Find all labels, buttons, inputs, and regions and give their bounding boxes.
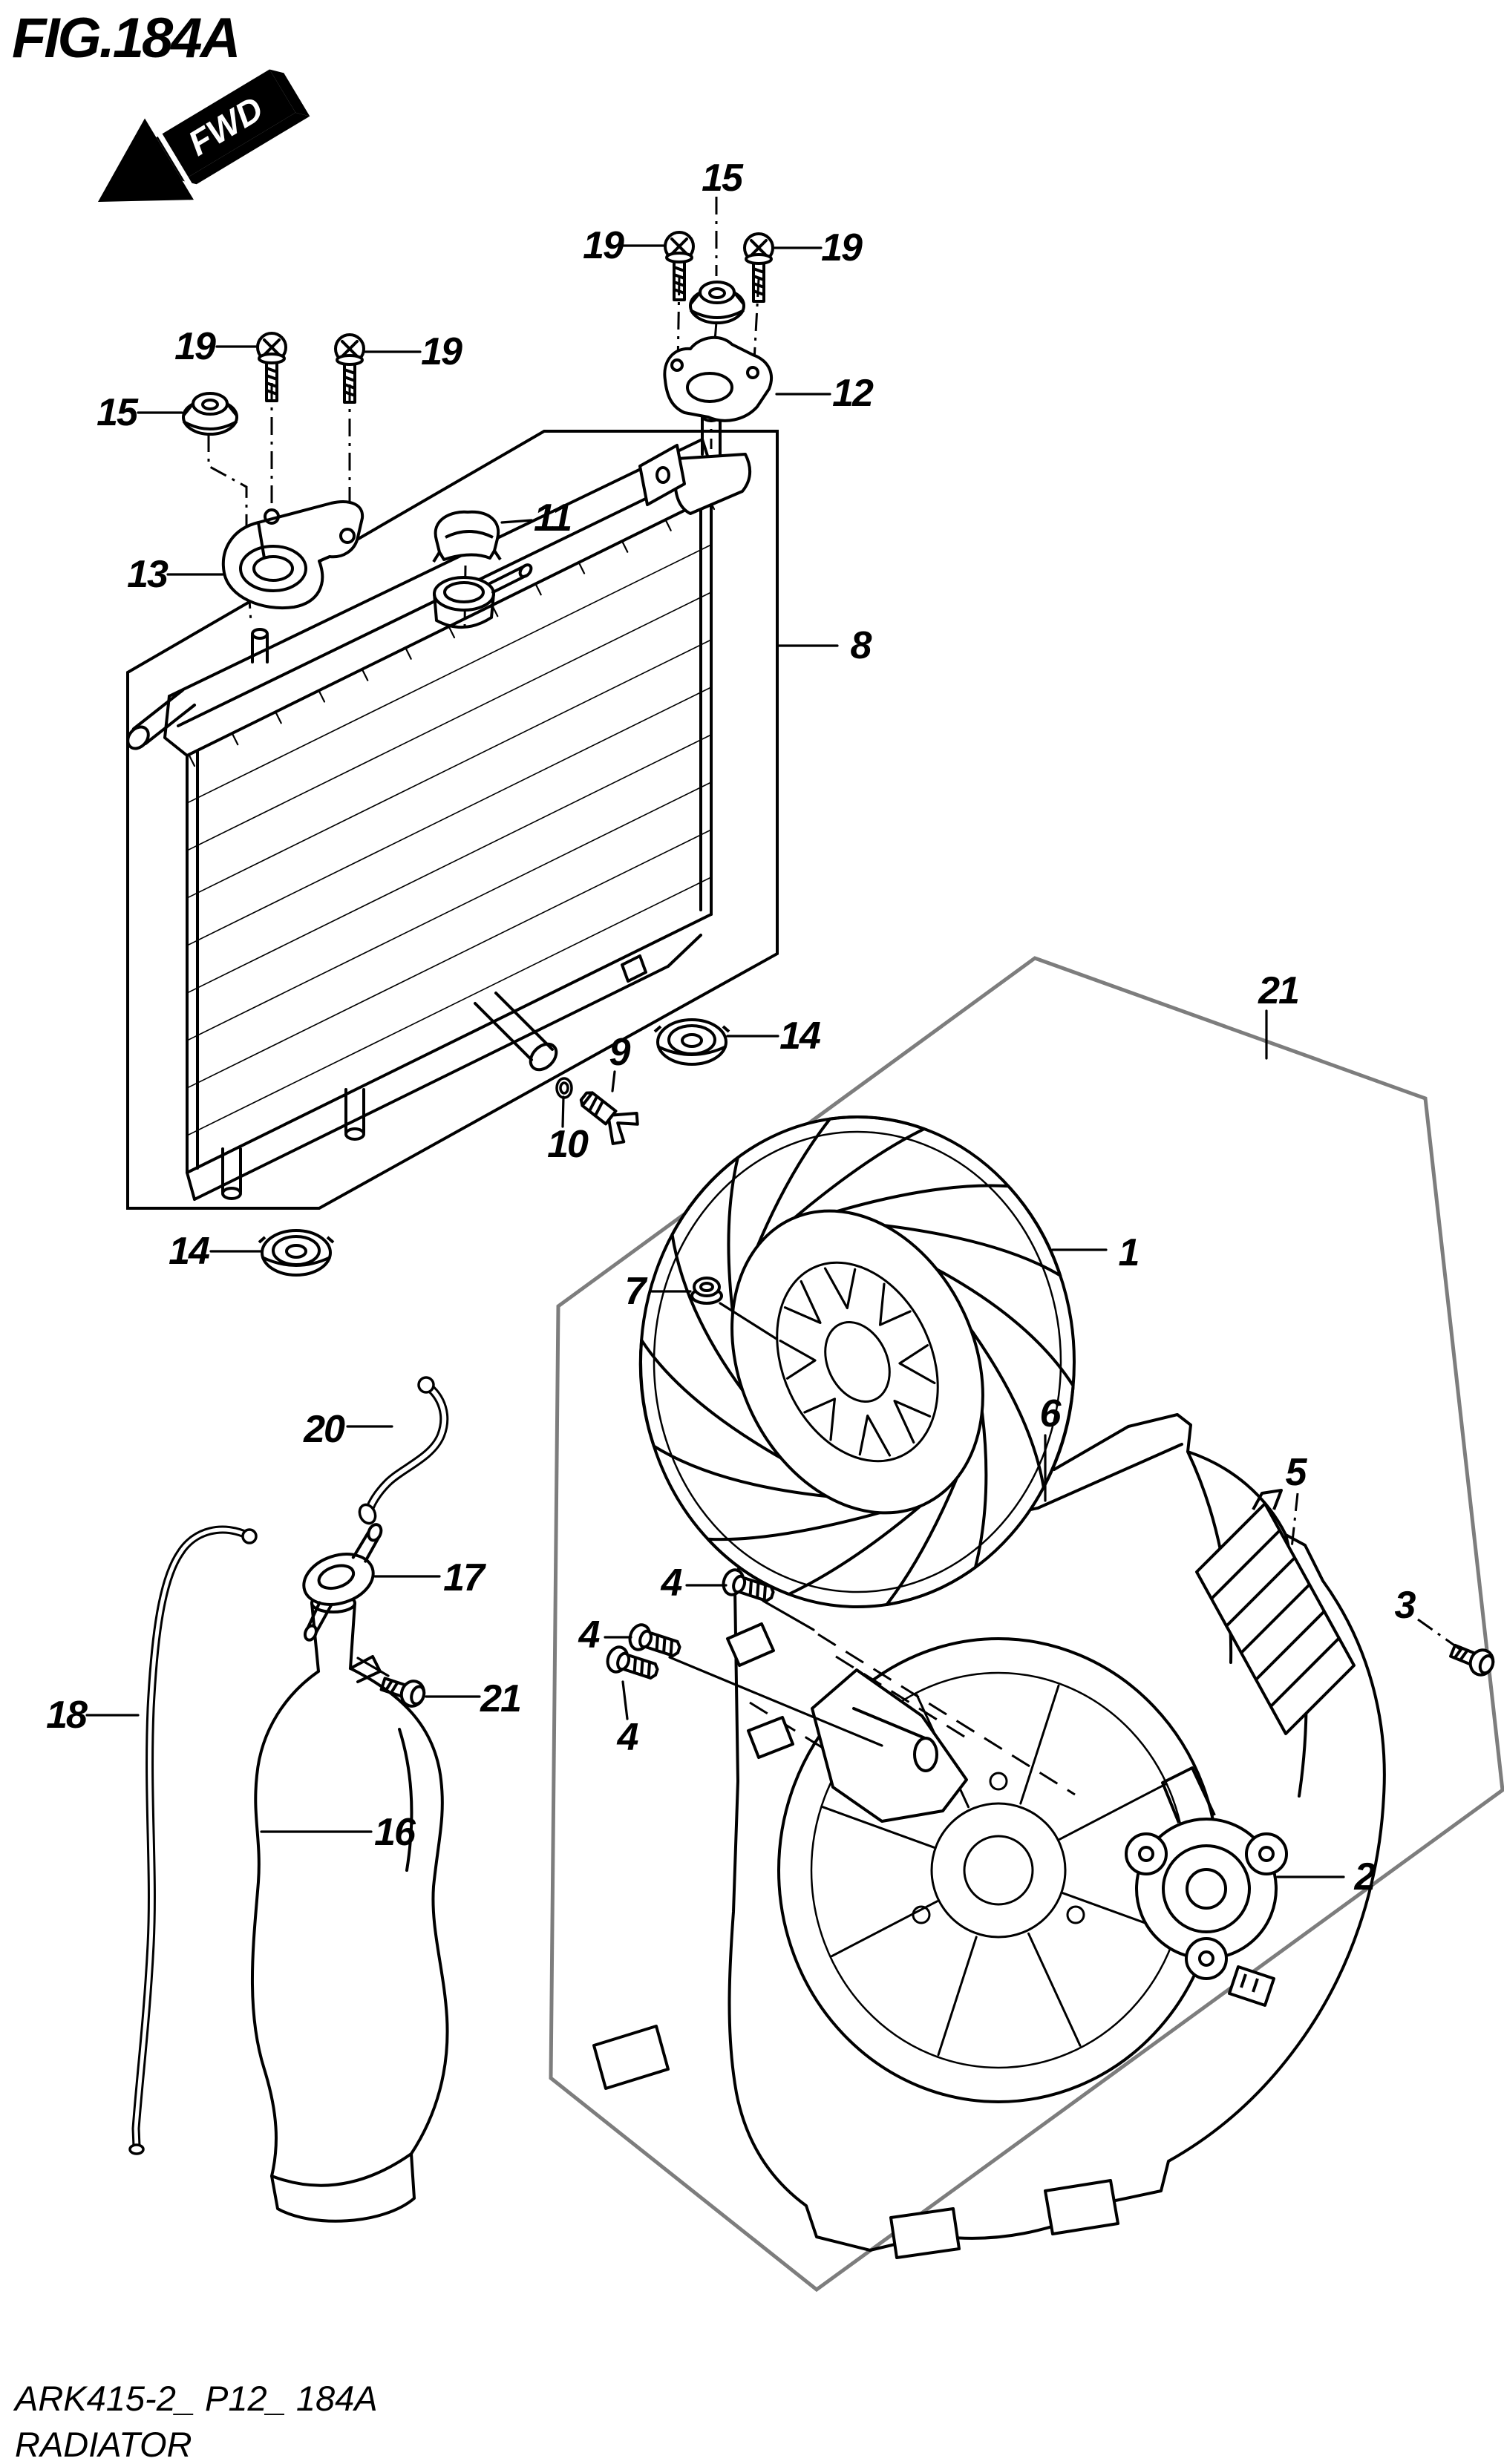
callout-19-4: 19 <box>174 325 216 368</box>
callout-4-23: 4 <box>578 1613 601 1657</box>
callout-14-13: 14 <box>169 1230 210 1273</box>
radiator-drawing <box>126 409 751 1201</box>
callout-16-26: 16 <box>374 1811 416 1854</box>
callout-10-12: 10 <box>547 1123 589 1166</box>
footer-code: ARK415-2_ P12_ 184A <box>15 2379 378 2418</box>
callout-7-16: 7 <box>624 1270 647 1313</box>
callout-2-28: 2 <box>1354 1855 1376 1898</box>
fan-motor-drawing <box>1125 1766 1288 2007</box>
callout-15-6: 15 <box>97 391 138 434</box>
callout-5-20: 5 <box>1285 1451 1307 1494</box>
vent-hose-drawing <box>358 1376 449 1525</box>
radiator-core-hatch <box>186 497 716 1136</box>
fan-hub <box>730 1209 984 1515</box>
footer-caption: RADIATOR <box>15 2425 192 2464</box>
nut-7-drawing <box>690 1277 723 1305</box>
callout-6-17: 6 <box>1039 1392 1062 1435</box>
callout-17-19: 17 <box>443 1556 485 1599</box>
callout-11-8: 11 <box>534 497 572 540</box>
callout-21-14: 21 <box>1258 969 1300 1012</box>
callout-19-5: 19 <box>421 330 462 373</box>
callout-4-24: 4 <box>617 1716 639 1759</box>
fwd-arrow-icon: FWD <box>98 69 310 202</box>
bracket-12-drawing <box>663 335 773 422</box>
bracket-13-drawing <box>221 500 364 609</box>
fan-section-frame <box>549 956 1504 2293</box>
callout-13-7: 13 <box>127 553 169 596</box>
callout-1-15: 1 <box>1118 1231 1140 1274</box>
overflow-hose-drawing <box>128 1525 258 2155</box>
leader-lines <box>85 244 1345 1878</box>
callout-20-18: 20 <box>304 1408 345 1451</box>
callout-15-0: 15 <box>702 157 743 200</box>
tank-cap-drawing <box>302 1523 383 1642</box>
callout-14-10: 14 <box>779 1015 821 1058</box>
callout-21-27: 21 <box>480 1677 522 1720</box>
callout-8-9: 8 <box>850 624 872 667</box>
callout-9-11: 9 <box>609 1031 631 1074</box>
callout-3-21: 3 <box>1394 1584 1416 1627</box>
callout-18-25: 18 <box>46 1694 88 1737</box>
figure-title: FIG.184A <box>12 7 241 70</box>
callout-4-22: 4 <box>661 1562 683 1605</box>
radiator-cap-drawing <box>432 510 502 563</box>
fan-shroud-drawing <box>592 1413 1386 2259</box>
callout-19-1: 19 <box>583 224 624 267</box>
reservoir-tank-drawing <box>250 1593 449 2223</box>
drain-plug-drawing <box>579 1091 639 1145</box>
louver-panel-drawing <box>1195 1489 1356 1735</box>
radiator-section-frame <box>126 430 779 1210</box>
callout-12-3: 12 <box>832 372 874 415</box>
callout-19-2: 19 <box>821 226 863 269</box>
